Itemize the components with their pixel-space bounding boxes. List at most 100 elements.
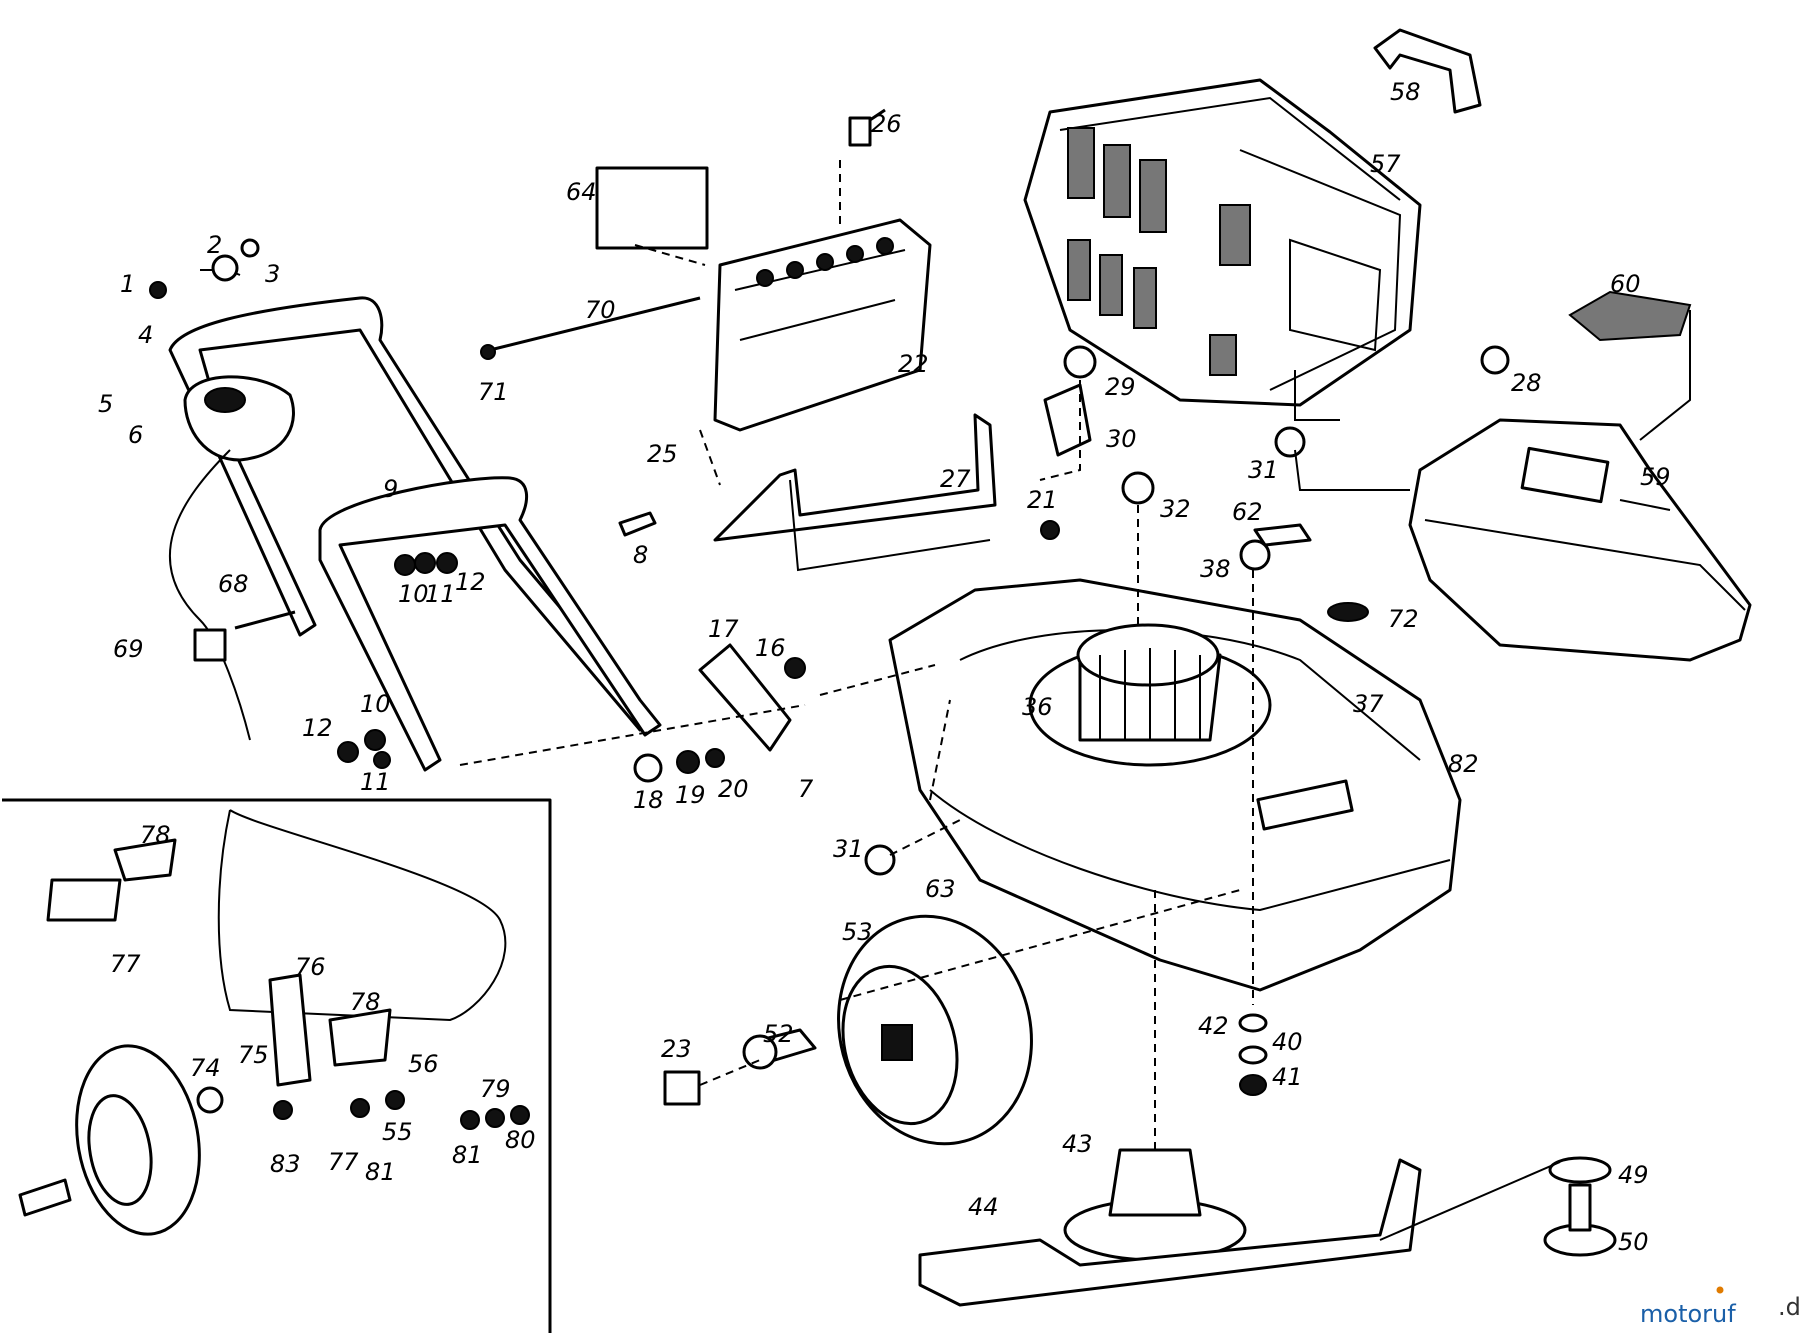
part-label-19: 19 xyxy=(675,781,706,809)
part-label-12b: 12 xyxy=(302,714,333,742)
part-label-42: 42 xyxy=(1198,1012,1229,1040)
blade-bolt-set xyxy=(1543,1156,1617,1257)
rear-cover xyxy=(1408,418,1752,662)
part-label-17: 17 xyxy=(708,615,739,643)
part-label-31a: 31 xyxy=(1248,456,1279,484)
hub-cap xyxy=(663,1070,701,1106)
blade-assembly xyxy=(918,1148,1422,1307)
carry-handle xyxy=(1373,28,1482,114)
retainer-bracket xyxy=(1043,383,1092,457)
brand-logo-dot xyxy=(1716,1286,1724,1294)
part-label-64: 64 xyxy=(566,178,597,206)
part-label-9: 9 xyxy=(383,475,398,503)
part-label-63: 63 xyxy=(925,875,956,903)
part-label-59: 59 xyxy=(1640,463,1671,491)
inset-detail xyxy=(2,798,552,1333)
part-label-5: 5 xyxy=(98,390,113,418)
part-label-50: 50 xyxy=(1618,1228,1649,1256)
part-label-26: 26 xyxy=(871,110,902,138)
part-label-71: 71 xyxy=(478,378,509,406)
grid-lid xyxy=(1568,290,1692,342)
handle-clamp xyxy=(698,643,806,752)
part-label-74: 74 xyxy=(190,1054,221,1082)
part-label-3: 3 xyxy=(265,260,280,288)
part-label-28: 28 xyxy=(1511,369,1542,397)
part-label-81b: 81 xyxy=(452,1141,483,1169)
part-label-11b: 11 xyxy=(360,768,391,796)
upper-handle xyxy=(168,296,657,732)
part-label-70: 70 xyxy=(585,296,616,324)
latch xyxy=(848,108,886,147)
part-label-82: 82 xyxy=(1448,750,1479,778)
part-label-57: 57 xyxy=(1370,150,1401,178)
part-label-32: 32 xyxy=(1160,495,1191,523)
brand-logo-text: motoruf xyxy=(1640,1300,1736,1328)
part-label-78b: 78 xyxy=(350,988,381,1016)
rear-wheel xyxy=(837,914,1033,1146)
switch-housing xyxy=(183,375,295,462)
brand-watermark: motoruf .de xyxy=(1640,1286,1800,1328)
part-label-55: 55 xyxy=(382,1118,413,1146)
part-label-40: 40 xyxy=(1272,1028,1303,1056)
cable-clip-pin xyxy=(234,610,296,630)
axle-bolt xyxy=(742,1028,817,1070)
part-label-18: 18 xyxy=(633,786,664,814)
part-label-10a: 10 xyxy=(398,580,429,608)
washer-set-front xyxy=(633,748,725,783)
part-label-7: 7 xyxy=(798,775,814,803)
part-label-62: 62 xyxy=(1232,498,1263,526)
clip xyxy=(1327,602,1369,622)
part-label-25: 25 xyxy=(647,440,678,468)
label-card xyxy=(595,166,709,250)
part-label-37: 37 xyxy=(1353,690,1384,718)
part-label-56: 56 xyxy=(408,1050,439,1078)
part-label-58: 58 xyxy=(1390,78,1421,106)
part-label-29: 29 xyxy=(1105,373,1136,401)
part-label-38: 38 xyxy=(1200,555,1231,583)
part-labels: 1 2 3 4 5 6 7 8 9 10 11 12 10 12 11 16 1… xyxy=(98,78,1671,1256)
part-label-22: 22 xyxy=(898,350,929,378)
part-label-41: 41 xyxy=(1272,1063,1303,1091)
part-label-77a: 77 xyxy=(110,950,141,978)
part-label-16: 16 xyxy=(755,634,786,662)
part-label-27: 27 xyxy=(940,465,971,493)
part-label-83: 83 xyxy=(270,1150,301,1178)
part-label-4: 4 xyxy=(138,321,153,349)
washer-set-handle xyxy=(337,552,458,769)
cover-plate xyxy=(713,218,932,432)
part-label-72: 72 xyxy=(1388,605,1419,633)
part-label-10b: 10 xyxy=(360,690,391,718)
part-label-76: 76 xyxy=(295,953,326,981)
lower-handle xyxy=(318,476,662,772)
part-label-68: 68 xyxy=(218,570,249,598)
frame-bracket xyxy=(713,413,997,572)
part-label-75: 75 xyxy=(238,1041,269,1069)
part-label-43: 43 xyxy=(1062,1130,1093,1158)
part-label-79: 79 xyxy=(480,1075,511,1103)
handle-bolt xyxy=(618,511,657,537)
part-label-2: 2 xyxy=(207,231,222,259)
screw-set xyxy=(864,345,1510,876)
axle-rod xyxy=(480,296,701,360)
part-label-12a: 12 xyxy=(455,568,486,596)
part-label-30: 30 xyxy=(1106,425,1137,453)
part-label-78a: 78 xyxy=(140,821,171,849)
part-label-11a: 11 xyxy=(425,580,456,608)
part-label-20: 20 xyxy=(718,775,749,803)
part-label-69: 69 xyxy=(113,635,144,663)
part-label-31b: 31 xyxy=(833,835,864,863)
part-label-80: 80 xyxy=(505,1126,536,1154)
part-label-81a: 81 xyxy=(365,1158,396,1186)
part-label-8: 8 xyxy=(633,541,648,569)
motor xyxy=(1028,623,1272,767)
part-label-49: 49 xyxy=(1618,1161,1649,1189)
label-small xyxy=(1253,523,1312,547)
part-label-36: 36 xyxy=(1022,693,1053,721)
part-label-6: 6 xyxy=(128,421,143,449)
part-label-52: 52 xyxy=(763,1020,794,1048)
part-label-53: 53 xyxy=(842,918,873,946)
part-label-1: 1 xyxy=(120,270,135,298)
power-cable xyxy=(168,449,251,741)
part-label-77b: 77 xyxy=(328,1148,359,1176)
